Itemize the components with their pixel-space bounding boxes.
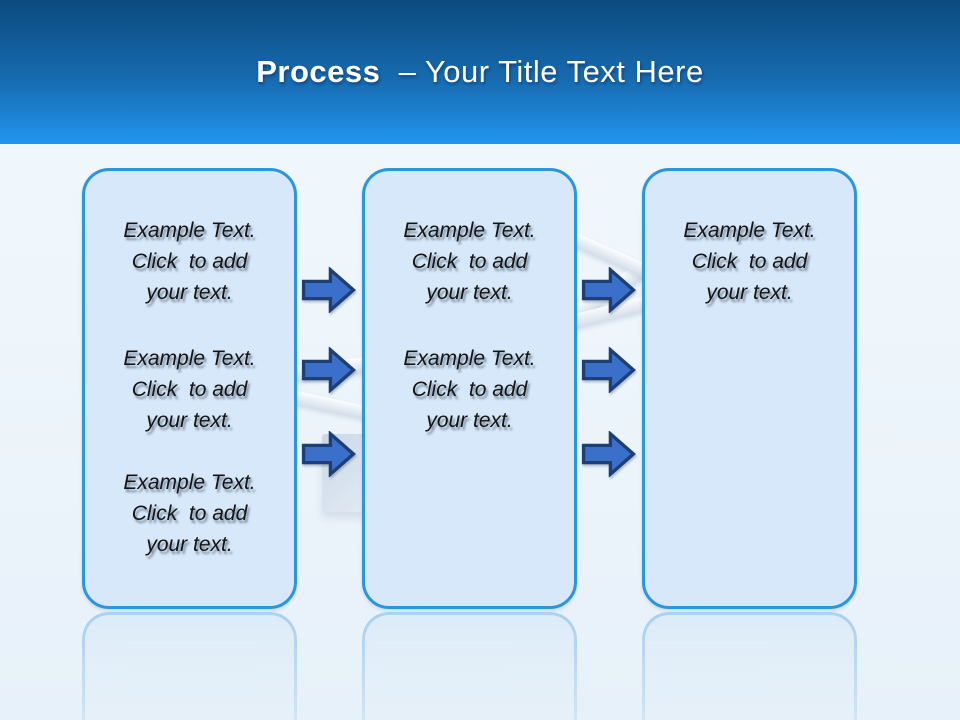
process-panel-2: Example Text. Click to add your text. Ex…: [362, 168, 577, 609]
panel-reflection: [82, 612, 297, 720]
slide-header: Process – Your Title Text Here: [0, 0, 960, 144]
example-text-block: Example Text. Click to add your text.: [403, 219, 536, 304]
panel-reflection: [642, 612, 857, 720]
arrow-right-icon: [581, 431, 636, 477]
arrow-right-icon: [301, 347, 356, 393]
example-text-block: Example Text. Click to add your text.: [683, 219, 816, 304]
example-text-block: Example Text. Click to add your text.: [123, 347, 256, 432]
title-subtitle: – Your Title Text Here: [380, 54, 704, 89]
example-text-block: Example Text. Click to add your text.: [123, 471, 256, 556]
arrow-right-icon: [301, 431, 356, 477]
process-panel-1: Example Text. Click to add your text. Ex…: [82, 168, 297, 609]
panel-reflection: [362, 612, 577, 720]
arrow-right-icon: [581, 267, 636, 313]
title-keyword: Process: [256, 54, 381, 89]
slide-title: Process – Your Title Text Here: [256, 54, 703, 90]
arrow-right-icon: [301, 267, 356, 313]
example-text-block: Example Text. Click to add your text.: [403, 347, 536, 432]
example-text-block: Example Text. Click to add your text.: [123, 219, 256, 304]
process-panel-3: Example Text. Click to add your text.: [642, 168, 857, 609]
arrow-right-icon: [581, 347, 636, 393]
slide-body: Example Text. Click to add your text. Ex…: [0, 144, 960, 720]
